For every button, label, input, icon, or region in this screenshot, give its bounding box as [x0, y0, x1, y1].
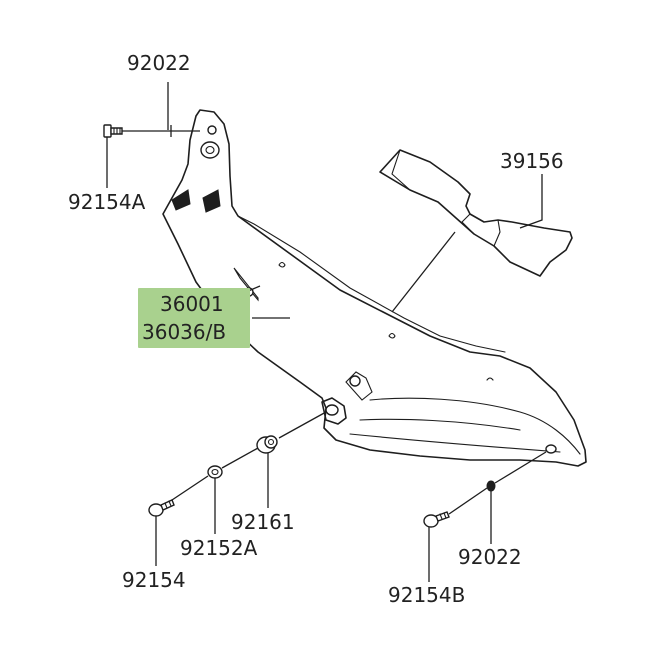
callout-39156: 39156: [500, 149, 564, 173]
callout-92022-right: 92022: [458, 545, 522, 569]
nut-92022-hardware: [486, 480, 496, 492]
collar-92152a-hardware: [207, 465, 223, 479]
callout-92154: 92154: [122, 568, 186, 592]
callout-92022-top: 92022: [127, 51, 191, 75]
callout-92154b: 92154B: [388, 583, 466, 607]
bolt-92154b-hardware: [423, 511, 450, 528]
grommet-92161-hardware: [256, 435, 278, 454]
leader-lines: [106, 82, 547, 582]
callout-36001: 36001: [160, 292, 224, 316]
side-cowl-part: [162, 109, 587, 467]
rear-cover-part: [379, 149, 573, 277]
callout-92161: 92161: [231, 510, 295, 534]
callout-36036b: 36036/B: [142, 320, 227, 344]
callout-92154a: 92154A: [68, 190, 146, 214]
main-part-highlight: [138, 288, 250, 348]
bolt-92154a-hardware: [103, 124, 123, 138]
callout-92152a: 92152A: [180, 536, 258, 560]
bolt-92154-hardware: [148, 499, 175, 517]
